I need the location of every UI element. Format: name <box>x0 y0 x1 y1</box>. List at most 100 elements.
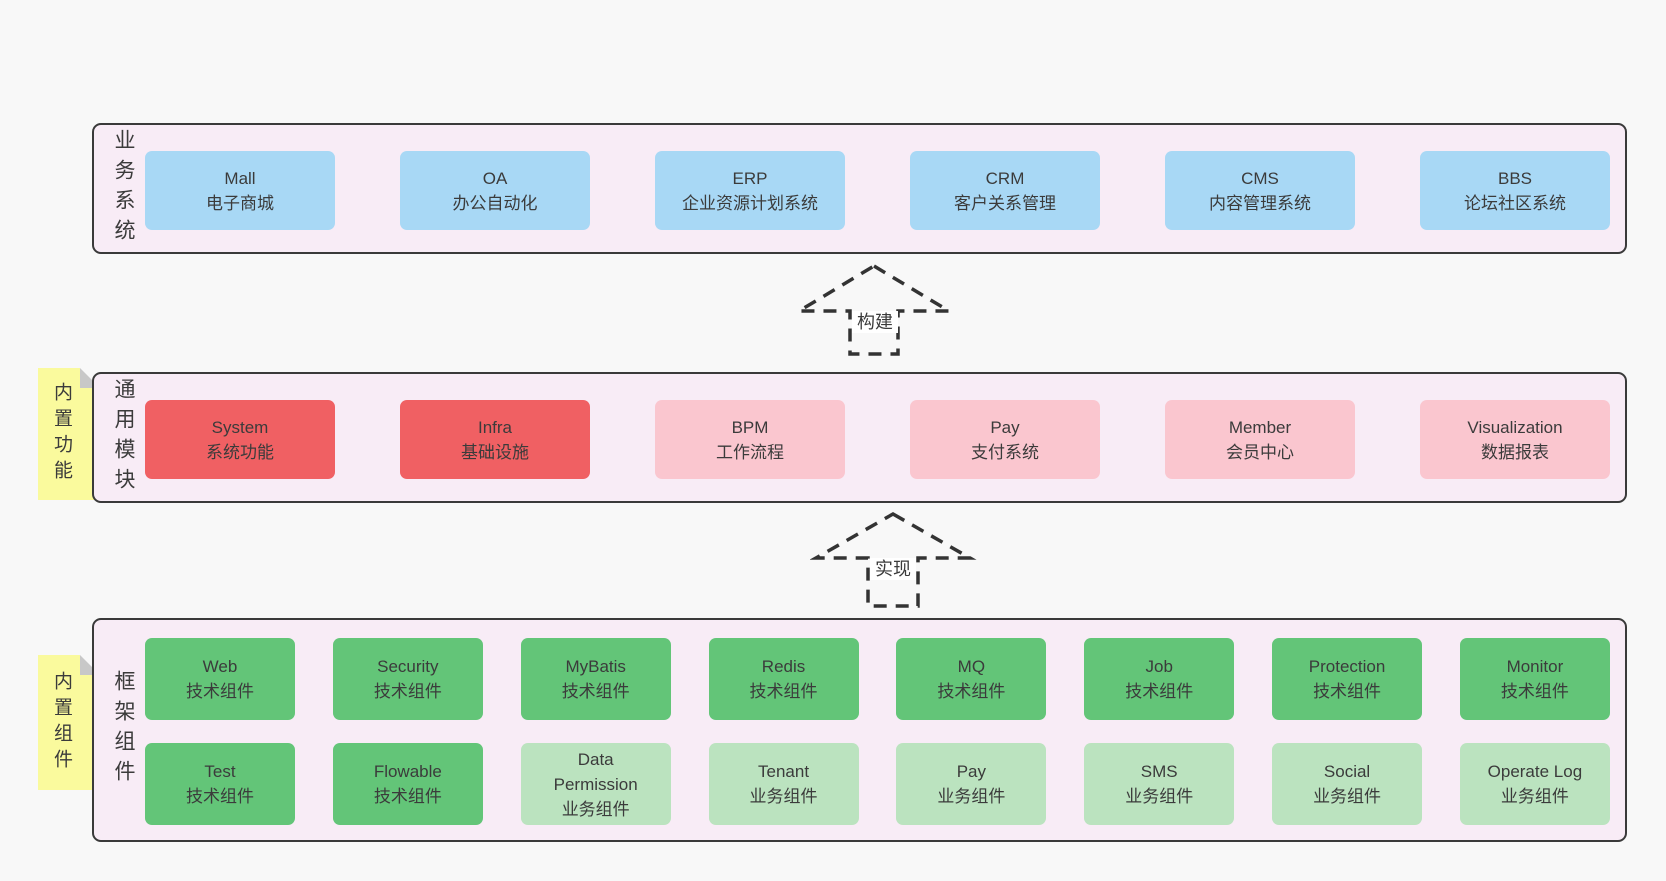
component-box: Job 技术组件 <box>1084 638 1235 720</box>
component-box: Redis 技术组件 <box>708 638 859 720</box>
component-box: SMS 业务组件 <box>1084 743 1235 825</box>
module-title: Visualization <box>1467 417 1563 437</box>
module-subtitle: 办公自动化 <box>452 193 538 213</box>
arrow-implement-label: 实现 <box>870 558 916 580</box>
component-box: Security 技术组件 <box>332 638 483 720</box>
component-box: Flowable 技术组件 <box>332 743 483 825</box>
component-title: Pay <box>956 762 987 781</box>
component-box: MQ 技术组件 <box>896 638 1047 720</box>
framework-components-row-1: Web 技术组件 Security 技术组件 MyBatis 技术组件 Redi… <box>145 638 1610 720</box>
module-box: System 系统功能 <box>145 400 335 479</box>
module-box: Mall 电子商城 <box>145 151 335 230</box>
component-subtitle: 技术组件 <box>1500 682 1569 701</box>
module-title: Mall <box>224 168 256 188</box>
component-title: MyBatis <box>565 657 626 676</box>
module-subtitle: 基础设施 <box>461 442 529 462</box>
module-title: CRM <box>985 168 1025 188</box>
component-title: Redis <box>761 657 806 676</box>
component-title: Social <box>1323 762 1371 781</box>
common-modules-row: System 系统功能 Infra 基础设施 BPM 工作流程 Pay 支付系统 <box>145 400 1610 479</box>
component-title: Flowable <box>373 762 442 781</box>
component-subtitle: 技术组件 <box>937 682 1006 701</box>
component-title: Security <box>377 657 439 676</box>
component-title: Test <box>204 762 236 781</box>
module-subtitle: 数据报表 <box>1481 442 1549 462</box>
module-box: OA 办公自动化 <box>400 151 590 230</box>
component-title: Protection <box>1308 657 1386 676</box>
component-subtitle: 技术组件 <box>1125 682 1194 701</box>
sticky-built-in-components-label: 内置组件 <box>51 670 72 775</box>
module-title: Infra <box>477 417 513 437</box>
component-title: Tenant <box>758 762 810 781</box>
module-subtitle: 电子商城 <box>206 193 274 213</box>
module-box: BPM 工作流程 <box>655 400 845 479</box>
module-subtitle: 工作流程 <box>716 442 784 462</box>
module-box: CMS 内容管理系统 <box>1165 151 1355 230</box>
component-box: MyBatis 技术组件 <box>520 638 671 720</box>
band-framework-components: 框架组件 Web 技术组件 Security 技术组件 MyBatis 技术组件 <box>92 618 1627 842</box>
module-title: BPM <box>731 417 769 437</box>
component-title: Data Permission <box>553 749 638 794</box>
module-box: CRM 客户关系管理 <box>910 151 1100 230</box>
module-subtitle: 客户关系管理 <box>954 193 1056 213</box>
module-title: CMS <box>1241 168 1279 188</box>
sticky-note-built-in-components: 内置组件 <box>38 655 100 790</box>
component-title: Operate Log <box>1487 762 1583 781</box>
module-subtitle: 内容管理系统 <box>1209 193 1311 213</box>
band-business-systems: 业务系统 Mall 电子商城 OA 办公自动化 ERP 企业资源计划系统 <box>92 123 1627 254</box>
arrow-build-label: 构建 <box>852 311 898 333</box>
component-box: Monitor 技术组件 <box>1459 638 1610 720</box>
component-title: Web <box>202 657 238 676</box>
module-title: ERP <box>732 168 768 188</box>
module-subtitle: 支付系统 <box>971 442 1039 462</box>
component-box: Data Permission 业务组件 <box>520 743 671 825</box>
module-subtitle: 企业资源计划系统 <box>682 193 818 213</box>
component-subtitle: 业务组件 <box>749 787 818 806</box>
component-subtitle: 技术组件 <box>749 682 818 701</box>
component-title: SMS <box>1140 762 1178 781</box>
module-subtitle: 会员中心 <box>1226 442 1294 462</box>
sticky-built-in-features-label: 内置功能 <box>51 382 72 486</box>
business-systems-row: Mall 电子商城 OA 办公自动化 ERP 企业资源计划系统 CRM 客户关系… <box>145 151 1610 230</box>
module-title: Member <box>1228 417 1292 437</box>
component-subtitle: 业务组件 <box>1500 787 1569 806</box>
component-box: Web 技术组件 <box>145 638 295 720</box>
dashed-up-arrow-implement <box>810 511 977 608</box>
component-box: Operate Log 业务组件 <box>1459 743 1610 825</box>
component-subtitle: 技术组件 <box>186 682 254 701</box>
component-title: Job <box>1145 657 1173 676</box>
sticky-note-built-in-features: 内置功能 <box>38 368 100 500</box>
component-box: Protection 技术组件 <box>1272 638 1423 720</box>
module-box: Infra 基础设施 <box>400 400 590 479</box>
module-subtitle: 论坛社区系统 <box>1464 193 1566 213</box>
component-box: Social 业务组件 <box>1272 743 1423 825</box>
module-box: BBS 论坛社区系统 <box>1420 151 1610 230</box>
framework-components-row-2: Test 技术组件 Flowable 技术组件 Data Permission … <box>145 743 1610 825</box>
component-subtitle: 业务组件 <box>561 799 630 819</box>
band-framework-components-label: 框架组件 <box>112 670 135 790</box>
component-subtitle: 技术组件 <box>1313 682 1382 701</box>
band-common-modules: 通用模块 System 系统功能 Infra 基础设施 BPM 工作流程 <box>92 372 1627 503</box>
module-subtitle: 系统功能 <box>206 442 274 462</box>
component-box: Pay 业务组件 <box>896 743 1047 825</box>
component-box: Test 技术组件 <box>145 743 295 825</box>
module-box: ERP 企业资源计划系统 <box>655 151 845 230</box>
dashed-up-arrow-build <box>792 263 956 356</box>
component-subtitle: 业务组件 <box>937 787 1006 806</box>
module-title: System <box>211 417 269 437</box>
module-box: Member 会员中心 <box>1165 400 1355 479</box>
component-subtitle: 业务组件 <box>1313 787 1382 806</box>
component-subtitle: 技术组件 <box>561 682 630 701</box>
module-title: OA <box>482 168 508 188</box>
band-common-modules-label: 通用模块 <box>112 377 135 498</box>
module-box: Visualization 数据报表 <box>1420 400 1610 479</box>
component-title: Monitor <box>1506 657 1564 676</box>
component-subtitle: 业务组件 <box>1125 787 1194 806</box>
module-title: BBS <box>1497 168 1533 188</box>
module-title: Pay <box>990 417 1020 437</box>
component-subtitle: 技术组件 <box>373 787 442 806</box>
component-subtitle: 技术组件 <box>186 787 254 806</box>
component-title: MQ <box>957 657 986 676</box>
band-business-systems-label: 业务系统 <box>112 128 135 249</box>
